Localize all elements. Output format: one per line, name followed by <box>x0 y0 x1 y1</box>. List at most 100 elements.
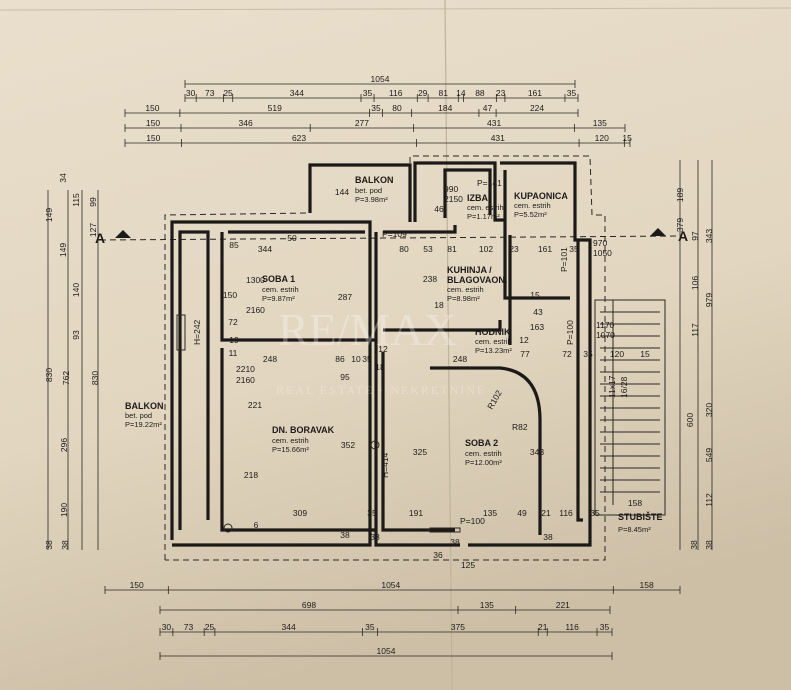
room-name: KUHINJA / <box>447 265 492 275</box>
room-name: BALKON <box>355 175 394 185</box>
dim-right-label: 189 <box>675 188 685 202</box>
room-area: P=8.98m² <box>447 294 480 303</box>
dimension-label: 80 <box>392 103 402 113</box>
interior-dimension-label: 238 <box>423 274 437 284</box>
dim-right-label: 112 <box>704 493 714 507</box>
dimension-label: 81 <box>438 88 448 98</box>
interior-dimension-label: 6 <box>254 520 259 530</box>
interior-dimension-label: 18 <box>375 362 385 372</box>
interior-dimension-label: 325 <box>413 447 427 457</box>
annotation: 1070 <box>596 330 615 340</box>
room-name-line2: BLAGOVAON. <box>447 275 507 285</box>
interior-dimension-label: 150 <box>223 290 237 300</box>
annotations: P=141 P=109 P=101 P=100 P=100 1300 2160 … <box>192 178 629 526</box>
interior-dimension-label: 81 <box>447 244 457 254</box>
room-izba: IZBA cem. estrih P=1.17m² <box>467 193 504 221</box>
section-mark-right: A <box>678 228 688 244</box>
room-area: P=5.52m² <box>514 210 547 219</box>
annotation: 1170 <box>596 320 615 330</box>
interior-dimension-label: 163 <box>530 322 544 332</box>
dimension-label: 221 <box>556 600 570 610</box>
dim-left-label: 127 <box>88 223 98 237</box>
dimension-label: 35 <box>600 622 610 632</box>
interior-dimension-label: 85 <box>229 240 239 250</box>
annotation: 2210 <box>236 364 255 374</box>
dimension-label: 1054 <box>371 74 390 84</box>
interior-dimension-label: 49 <box>517 508 527 518</box>
dimension-label: 158 <box>640 580 654 590</box>
room-floor: bet. pod <box>355 186 382 195</box>
room-name: SOBA 1 <box>262 274 295 284</box>
dim-left-label: 762 <box>61 371 71 385</box>
annotation: 990 <box>444 184 458 194</box>
annotation: 1300 <box>246 275 265 285</box>
dim-right-label: 38 <box>704 540 714 550</box>
room-name: STUBIŠTE <box>618 511 663 522</box>
dimension-label: 1054 <box>381 580 400 590</box>
dim-right-label: 320 <box>704 403 714 417</box>
dimension-label: 346 <box>239 118 253 128</box>
room-stubiste: STUBIŠTE P=8.45m² <box>618 511 663 534</box>
dimension-label: 277 <box>355 118 369 128</box>
interior-dimension-label: 161 <box>538 244 552 254</box>
interior-dimension-label: 77 <box>520 349 530 359</box>
dim-left-label: 93 <box>71 330 81 340</box>
dim-left-label: 149 <box>58 243 68 257</box>
interior-dimension-label: 144 <box>335 187 349 197</box>
dim-right-label: 600 <box>685 413 695 427</box>
annotation: 1050 <box>593 248 612 258</box>
dim-left-label: 296 <box>59 438 69 452</box>
dimension-label: 35 <box>363 88 373 98</box>
interior-dimension-label: 12 <box>519 335 529 345</box>
dim-left-label: 115 <box>71 193 81 207</box>
dim-right-label: 117 <box>690 323 700 337</box>
room-name: KUPAONICA <box>514 191 568 201</box>
interior-dimension-label: 12 <box>378 344 388 354</box>
dim-right-label: 343 <box>704 229 714 243</box>
annotation: P=109 <box>382 229 407 239</box>
dimension-label: 431 <box>491 133 505 143</box>
roof-outline <box>99 155 681 561</box>
annotation: R82 <box>512 422 528 432</box>
dimension-label: 698 <box>302 600 316 610</box>
annotation: 2150 <box>444 194 463 204</box>
room-area: P=12.00m² <box>465 458 502 467</box>
interior-dimension-label: 116 <box>559 508 573 518</box>
dimension-label: 150 <box>146 133 160 143</box>
room-hodnik: HODNIK cem. estrih P=13.23m² <box>475 327 512 355</box>
room-balkon-left: BALKON bet. pod P=19.22m² <box>125 401 164 429</box>
room-balkon-top: BALKON bet. pod P=3.98m² <box>355 175 394 204</box>
dimension-label: 88 <box>475 88 485 98</box>
annotation: 2160 <box>246 305 265 315</box>
dimension-label: 116 <box>565 622 579 632</box>
interior-dimension-label: 10 <box>351 354 361 364</box>
dimension-label: 375 <box>451 622 465 632</box>
dimension-label: 30 <box>162 622 172 632</box>
dim-left-label: 140 <box>71 283 81 297</box>
interior-dimension-label: 72 <box>228 317 238 327</box>
dimension-label: 15 <box>622 133 632 143</box>
interior-dimension-label: 95 <box>340 372 350 382</box>
room-floor: cem. estrih <box>465 449 502 458</box>
dimension-label: 184 <box>438 103 452 113</box>
dimension-label: 120 <box>595 133 609 143</box>
interior-dimension-label: 38 <box>450 537 460 547</box>
annotation: P=100 <box>460 516 485 526</box>
interior-dimension-label: 53 <box>423 244 433 254</box>
dim-right-label: 106 <box>690 276 700 290</box>
dimension-label: 150 <box>146 118 160 128</box>
interior-dimension-label: 248 <box>263 354 277 364</box>
annotation: 970 <box>593 238 607 248</box>
room-name: BALKON <box>125 401 164 411</box>
interior-dimension-label: 120 <box>610 349 624 359</box>
interior-dimension-label: 15 <box>530 290 540 300</box>
dim-left-label: 830 <box>90 371 100 385</box>
dim-left-label: 190 <box>59 503 69 517</box>
section-line-a: A A <box>95 228 688 246</box>
dimension-label: 623 <box>292 133 306 143</box>
dimension-label: 344 <box>290 88 304 98</box>
interior-dimension-label: 309 <box>293 508 307 518</box>
dimension-label: 73 <box>184 622 194 632</box>
dimension-label: 1054 <box>377 646 396 656</box>
